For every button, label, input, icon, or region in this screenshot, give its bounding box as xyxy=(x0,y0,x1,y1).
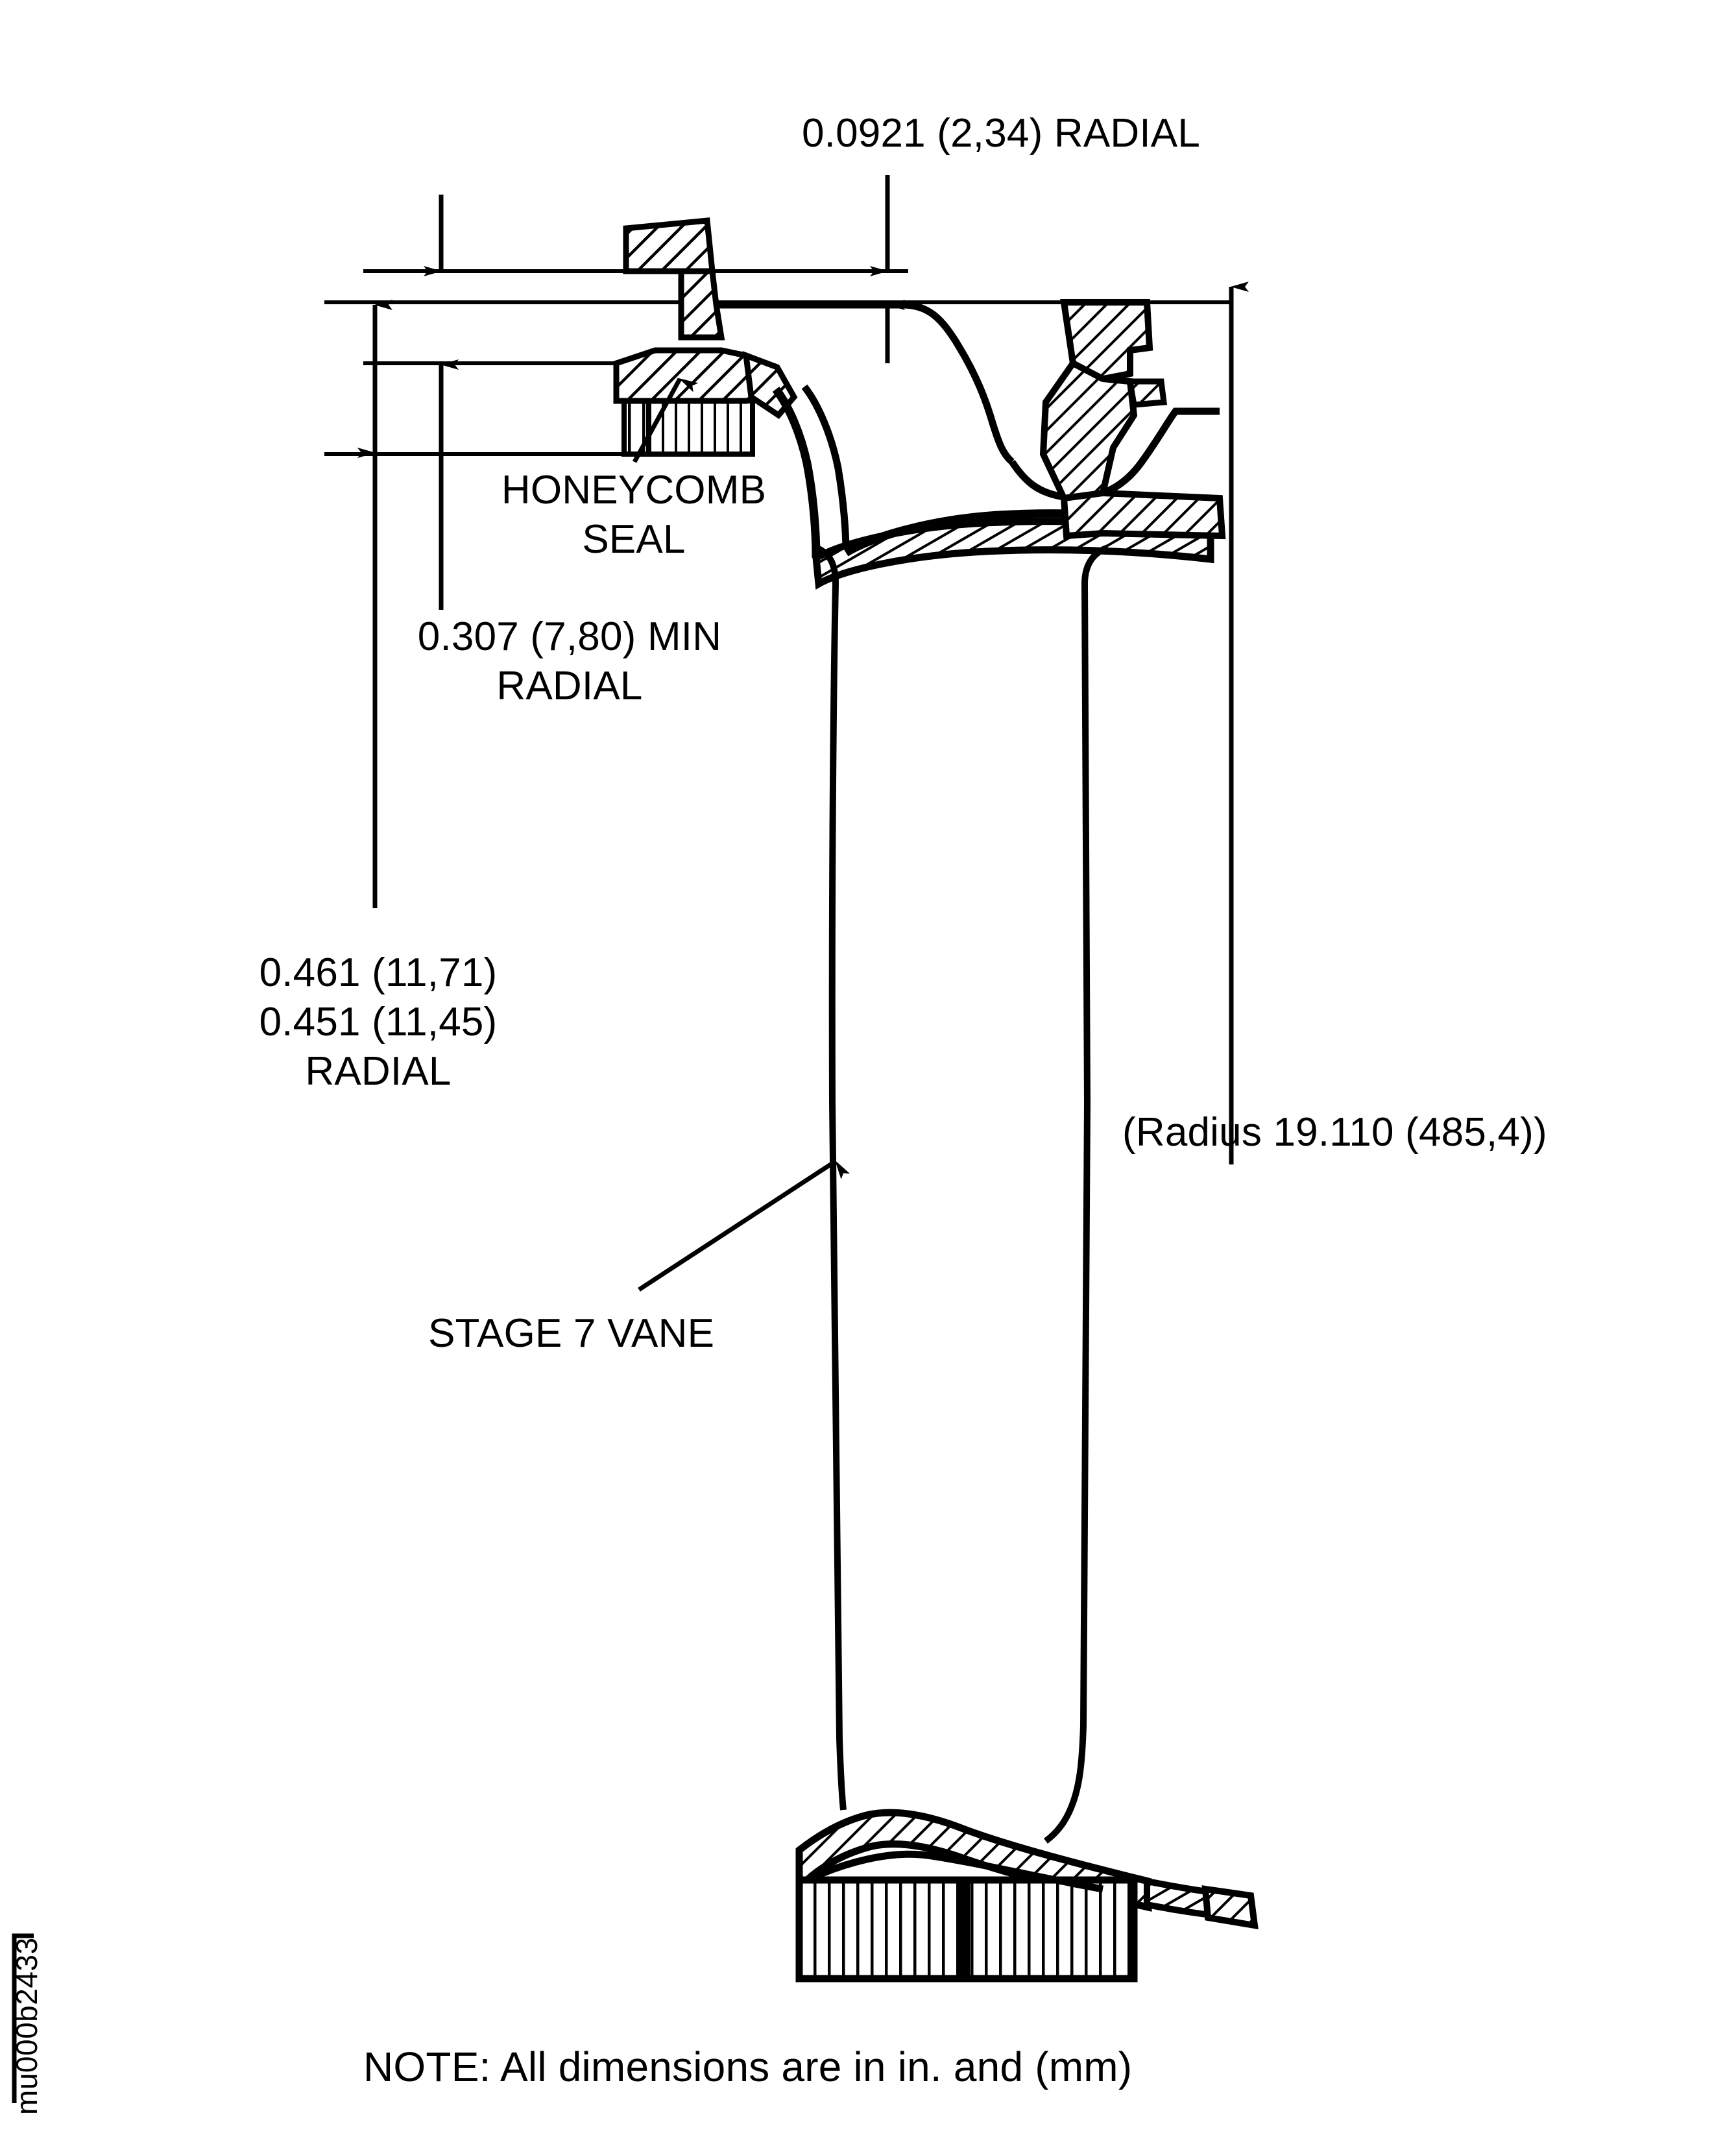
shroud-support-section xyxy=(613,217,798,419)
units-note: NOTE: All dimensions are in in. and (mm) xyxy=(363,2043,1133,2090)
leader-lines xyxy=(632,378,850,1292)
dimension-label-radius: (Radius 19.110 (485,4)) xyxy=(1122,1110,1547,1155)
dimension-label-radial-tolerance: 0.461 (11,71) 0.451 (11,45) RADIAL xyxy=(259,950,498,1094)
stage-7-vane-airfoil xyxy=(817,544,1109,1844)
callout-label-stage-7-vane: STAGE 7 VANE xyxy=(428,1311,715,1356)
dimension-label-top-clearance: 0.0921 (2,34) RADIAL xyxy=(802,111,1201,156)
dimension-label-min-radial: 0.307 (7,80) MIN RADIAL xyxy=(417,614,722,708)
figure-id-tag: mu000b2433 xyxy=(10,1937,43,2115)
right-flange-section xyxy=(1039,299,1226,540)
callout-label-honeycomb-seal: HONEYCOMB SEAL xyxy=(501,468,767,562)
inner-shroud-section xyxy=(795,1809,1259,1982)
figure-id-bracket xyxy=(12,1933,34,2103)
